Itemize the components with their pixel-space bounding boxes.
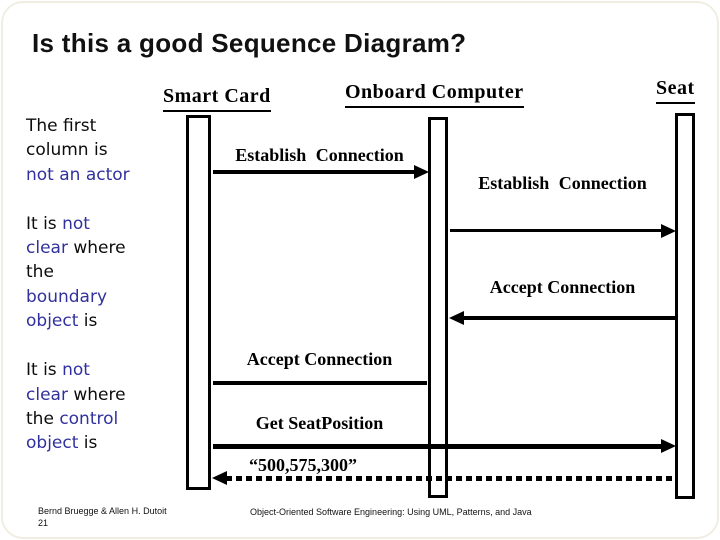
note-text: is [78,311,98,332]
message-line [213,444,663,449]
activation-bar-seat [675,113,695,499]
message-line [450,229,663,232]
message-label-get-seatposition: Get SeatPosition [255,413,384,433]
message-label-accept-connection-2: Accept Connection [246,349,393,369]
message-arrow-get-seatposition [213,439,676,453]
note-emphasis-text: object [26,311,79,332]
footer-author-line: Bernd Bruegge & Allen H. Dutoit [38,506,167,516]
message-arrow-establish-connection-1 [213,165,429,179]
message-line [462,316,675,320]
message-label-establish-connection-1: Establish Connection [235,145,404,165]
note-line: boundary [26,285,201,309]
slide-title: Is this a good Sequence Diagram? [32,28,467,58]
lifeline-header-seat: Seat [656,77,695,104]
message-arrow-accept-connection-2 [213,376,427,390]
note-line: It is not [26,358,201,382]
message-arrow-accept-connection-1 [449,311,675,325]
note-emphasis-text: not [62,213,90,234]
note-line: object is [26,431,201,455]
footer-book-title: Object-Oriented Software Engineering: Us… [250,507,532,517]
note-line: The first [26,114,201,138]
note-text: the [26,408,60,429]
message-arrow-return-value [212,471,677,485]
note-emphasis-text: control [59,408,119,429]
note-line: the [26,260,201,284]
message-label-establish-connection-2: Establish Connection [478,173,647,193]
note-line: column is [26,138,201,162]
arrowhead-right [661,224,676,238]
note-paragraph: The first column is not an actor [26,114,201,187]
message-dashed-line [226,476,677,481]
note-line: the control [26,407,201,431]
note-emphasis-text: object [26,433,79,454]
note-line: not an actor [26,163,201,187]
note-line: clear where [26,236,201,260]
note-emphasis-text: not an actor [26,164,130,185]
arrowhead-right [414,165,429,179]
message-line [213,381,427,385]
note-line: It is not [26,212,201,236]
note-text: column is [26,140,108,161]
message-label-return-value: “500,575,300” [249,455,357,475]
note-emphasis-text: boundary [26,286,107,307]
message-line [213,170,416,174]
footer-authors: Bernd Bruegge & Allen H. Dutoit 21 [38,505,167,529]
arrowhead-left [212,471,227,485]
activation-bar-smart-card [186,115,211,490]
note-emphasis-text: clear [26,384,68,405]
arrowhead-left [449,311,464,325]
note-emphasis-text: not [62,360,90,381]
note-text: where [67,238,126,259]
note-text: where [67,384,126,405]
arrowhead-right [661,439,676,453]
lifeline-header-smart-card: Smart Card [163,85,271,112]
lifeline-header-onboard-computer: Onboard Computer [345,81,524,108]
activation-bar-onboard-computer [428,117,448,498]
note-text: is [78,433,98,454]
footer-page-number: 21 [38,518,49,528]
message-label-accept-connection-1: Accept Connection [489,277,636,297]
note-text: the [26,262,54,283]
note-line: object is [26,309,201,333]
note-text: It is [26,360,63,381]
note-text: It is [26,213,63,234]
note-text: The first [26,116,97,136]
note-emphasis-text: clear [26,238,68,259]
message-arrow-establish-connection-2 [450,224,676,238]
note-line: clear where [26,383,201,407]
